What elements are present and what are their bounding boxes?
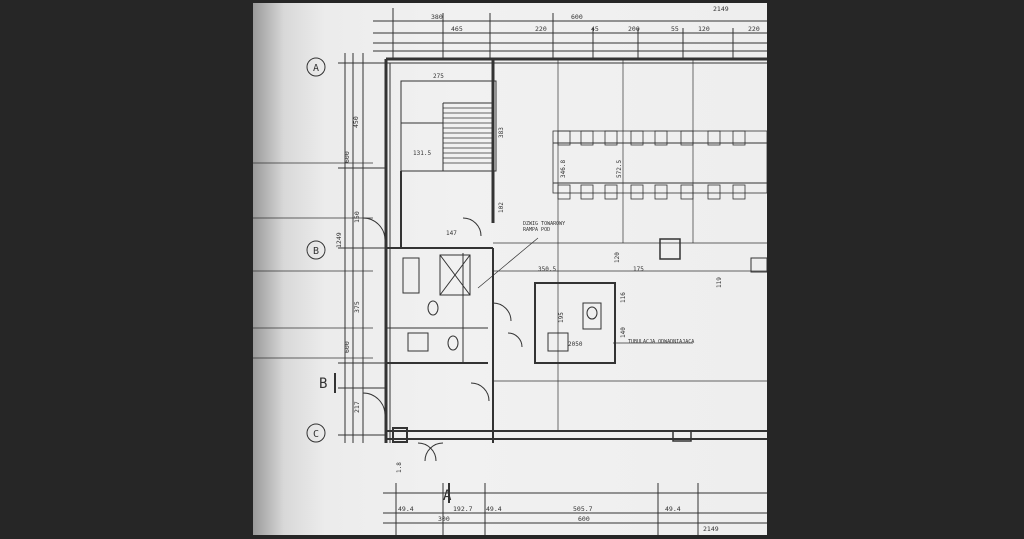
room-dim-11: 120: [614, 252, 621, 263]
dim-top-4: 220: [535, 25, 547, 33]
dim-bottom-4: 505.7: [573, 505, 593, 513]
note-2: RAMPA POD: [523, 227, 550, 233]
dim-left-4: 1249: [335, 232, 343, 248]
room-dim-6: 2050: [568, 341, 583, 348]
section-marker-b: B: [319, 376, 327, 392]
room-dim-4: 350.5: [538, 266, 556, 273]
dim-top-total: 2149: [713, 5, 729, 13]
dim-bottom-total: 2149: [703, 525, 719, 533]
dim-top-2: 600: [571, 13, 583, 21]
dim-left-6: 600: [343, 341, 351, 353]
dim-top-9: 220: [748, 25, 760, 33]
room-dim-1: 275: [433, 73, 444, 80]
note-3: TUBULACJA ODWADNIAJACA: [628, 339, 694, 345]
room-dim-10: 102: [498, 202, 505, 213]
dim-left-3: 150: [353, 211, 361, 223]
room-dim-15: 119: [716, 277, 723, 288]
dim-top-7: 55: [671, 25, 679, 33]
dim-bottom-5: 49.4: [665, 505, 681, 513]
dim-left-5: 375: [353, 301, 361, 313]
dim-bottom-1: 49.4: [398, 505, 414, 513]
room-dim-5: 175: [633, 266, 644, 273]
room-dim-9: 383: [498, 127, 505, 138]
axis-label-c: C: [313, 429, 319, 440]
note-1: DZWIG TOWAROWY: [523, 221, 565, 227]
axis-label-a: A: [313, 63, 319, 74]
floor-plan-sheet: A B C B A 2149 380 600 465 220 45 200 55…: [253, 3, 767, 535]
dim-top-1: 380: [431, 13, 443, 21]
floor-plan-drawing: A B C B A 2149 380 600 465 220 45 200 55…: [253, 5, 767, 535]
dim-left-2: 600: [343, 151, 351, 163]
room-dim-14: 195: [558, 312, 565, 323]
room-dim-13: 140: [620, 327, 627, 338]
room-dim-3: 147: [446, 230, 457, 237]
dim-left-7: 217: [353, 401, 361, 413]
room-dim-12: 116: [620, 292, 627, 303]
section-marker-a: A: [443, 488, 452, 504]
room-dim-2: 131.5: [413, 150, 431, 157]
dim-bottom-2: 192.7: [453, 505, 473, 513]
room-dim-8: 572.5: [616, 160, 623, 178]
dim-bottom-6: 300: [438, 515, 450, 523]
dim-bottom-7: 600: [578, 515, 590, 523]
room-dim-7: 346.8: [560, 160, 567, 178]
dim-bottom-3: 49.4: [486, 505, 502, 513]
dim-top-8: 120: [698, 25, 710, 33]
dim-top-6: 200: [628, 25, 640, 33]
dim-left-1: 450: [352, 116, 360, 128]
axis-label-b: B: [313, 246, 319, 257]
room-dim-16: 1.8: [396, 462, 403, 473]
dim-top-3: 465: [451, 25, 463, 33]
dim-top-5: 45: [591, 25, 599, 33]
